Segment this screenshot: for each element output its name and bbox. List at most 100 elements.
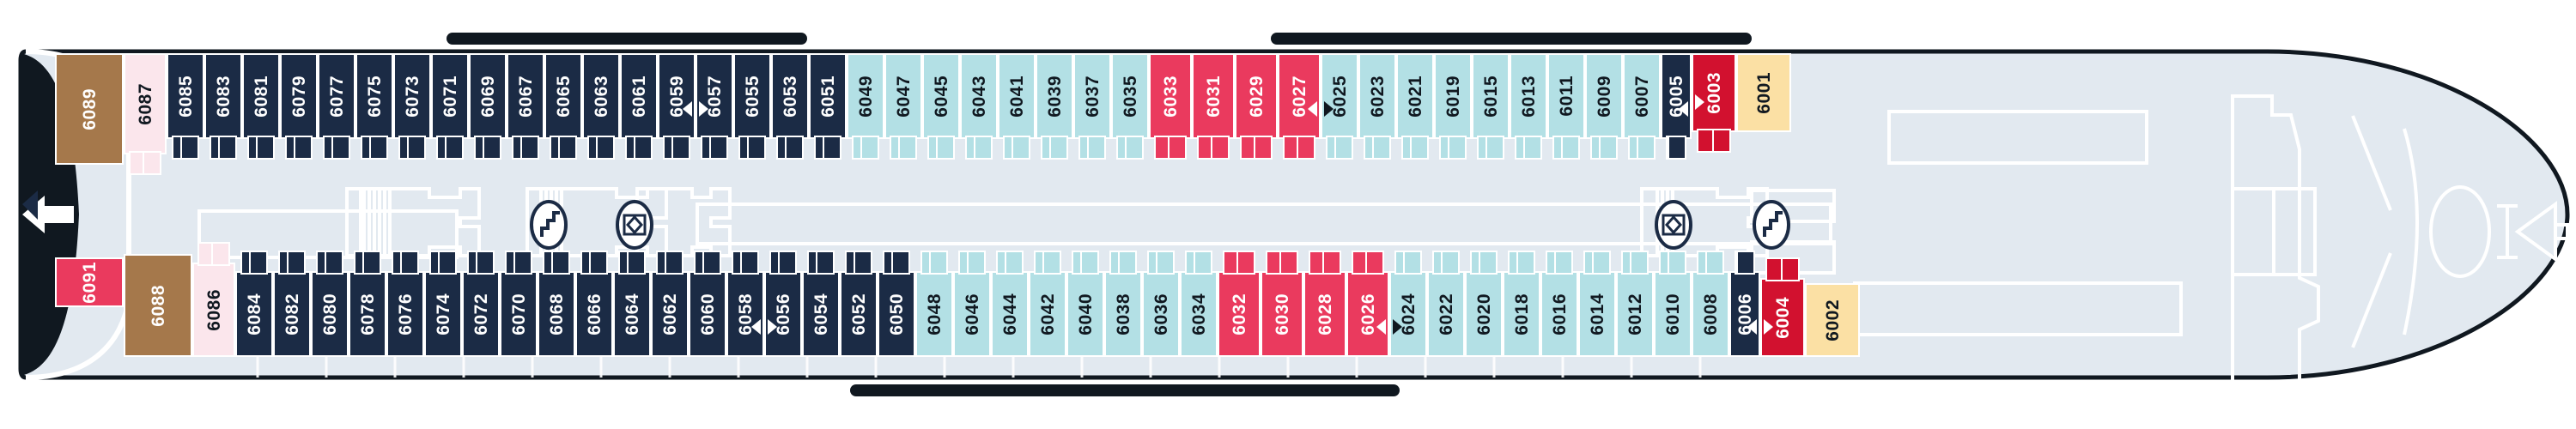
cabin-6070[interactable]: 6070	[500, 251, 538, 357]
cabin-6060[interactable]: 6060	[689, 251, 726, 357]
cabin-6026[interactable]: 6026	[1346, 251, 1389, 357]
cabin-6041[interactable]: 6041	[998, 53, 1036, 160]
cabin-6056[interactable]: 6056	[764, 251, 802, 357]
cabin-6069[interactable]: 6069	[469, 53, 507, 160]
cabin-6032[interactable]: 6032	[1218, 251, 1261, 357]
cabin-6061[interactable]: 6061	[620, 53, 658, 160]
cabin-6066[interactable]: 6066	[575, 251, 613, 357]
cabin-6074[interactable]: 6074	[424, 251, 462, 357]
cabin-6088[interactable]: 6088	[124, 254, 192, 357]
cabin-6059[interactable]: 6059	[658, 53, 696, 160]
cabin-6040[interactable]: 6040	[1066, 251, 1104, 357]
stair-icon-forward[interactable]	[1752, 199, 1791, 255]
cabin-6077[interactable]: 6077	[318, 53, 355, 160]
cabin-6052[interactable]: 6052	[840, 251, 878, 357]
cabin-6078[interactable]: 6078	[349, 251, 386, 357]
cabin-6082[interactable]: 6082	[273, 251, 311, 357]
cabin-6048[interactable]: 6048	[915, 251, 953, 357]
cabin-6007[interactable]: 6007	[1623, 53, 1661, 160]
cabin-6018[interactable]: 6018	[1503, 251, 1540, 357]
cabin-6037[interactable]: 6037	[1073, 53, 1111, 160]
cabin-6085[interactable]: 6085	[167, 53, 204, 160]
superstructure-bar-bottom	[850, 384, 1400, 396]
cabin-6033[interactable]: 6033	[1149, 53, 1192, 160]
cabin-6039[interactable]: 6039	[1036, 53, 1073, 160]
cabin-6016[interactable]: 6016	[1540, 251, 1578, 357]
cabin-6055[interactable]: 6055	[733, 53, 771, 160]
cabin-6063[interactable]: 6063	[582, 53, 620, 160]
cabin-6049[interactable]: 6049	[847, 53, 884, 160]
cabin-6071[interactable]: 6071	[431, 53, 469, 160]
cabin-6013[interactable]: 6013	[1510, 53, 1547, 160]
cabin-6081[interactable]: 6081	[242, 53, 280, 160]
cabin-6021[interactable]: 6021	[1396, 53, 1434, 160]
cabin-6015[interactable]: 6015	[1472, 53, 1510, 160]
cabin-bath-nub	[558, 136, 577, 160]
cabin-6023[interactable]: 6023	[1358, 53, 1396, 160]
cabin-6024[interactable]: 6024	[1389, 251, 1427, 357]
cabin-6038[interactable]: 6038	[1104, 251, 1142, 357]
cabin-6053[interactable]: 6053	[771, 53, 809, 160]
cabin-6083[interactable]: 6083	[204, 53, 242, 160]
cabin-6051[interactable]: 6051	[809, 53, 847, 160]
cabin-6067[interactable]: 6067	[507, 53, 544, 160]
cabin-6045[interactable]: 6045	[922, 53, 960, 160]
cabin-6075[interactable]: 6075	[355, 53, 393, 160]
cabin-6022[interactable]: 6022	[1427, 251, 1465, 357]
cabin-6091[interactable]: 6091	[55, 257, 124, 307]
cabin-6002[interactable]: 6002	[1805, 283, 1860, 357]
cabin-6058[interactable]: 6058	[726, 251, 764, 357]
cabin-6020[interactable]: 6020	[1465, 251, 1503, 357]
cabin-number-label: 6091	[79, 261, 100, 304]
cabin-6027[interactable]: 6027	[1278, 53, 1321, 160]
cabin-6012[interactable]: 6012	[1616, 251, 1654, 357]
cabin-6005[interactable]: 6005	[1661, 53, 1692, 160]
cabin-6064[interactable]: 6064	[613, 251, 651, 357]
cabin-6047[interactable]: 6047	[884, 53, 922, 160]
cabin-6084[interactable]: 6084	[235, 251, 273, 357]
cabin-6086[interactable]: 6086	[192, 242, 235, 357]
cabin-bath-nub	[1403, 251, 1422, 275]
cabin-6065[interactable]: 6065	[544, 53, 582, 160]
cabin-6031[interactable]: 6031	[1192, 53, 1235, 160]
cabin-6068[interactable]: 6068	[538, 251, 575, 357]
cabin-bath-nub	[1372, 136, 1391, 160]
cabin-6076[interactable]: 6076	[386, 251, 424, 357]
cabin-6034[interactable]: 6034	[1180, 251, 1218, 357]
cabin-6009[interactable]: 6009	[1585, 53, 1623, 160]
cabin-6042[interactable]: 6042	[1029, 251, 1066, 357]
cabin-6001[interactable]: 6001	[1736, 53, 1791, 132]
cabin-6035[interactable]: 6035	[1111, 53, 1149, 160]
cabin-6079[interactable]: 6079	[280, 53, 318, 160]
cabin-6089[interactable]: 6089	[55, 53, 124, 165]
cabin-6054[interactable]: 6054	[802, 251, 840, 357]
cabin-6072[interactable]: 6072	[462, 251, 500, 357]
cabin-6006[interactable]: 6006	[1729, 251, 1760, 357]
cabin-6011[interactable]: 6011	[1547, 53, 1585, 160]
cabin-6044[interactable]: 6044	[991, 251, 1029, 357]
cabin-6014[interactable]: 6014	[1578, 251, 1616, 357]
stair-icon[interactable]	[529, 199, 568, 255]
cabin-6062[interactable]: 6062	[651, 251, 689, 357]
cabin-6046[interactable]: 6046	[953, 251, 991, 357]
cabin-6036[interactable]: 6036	[1142, 251, 1180, 357]
cabin-6010[interactable]: 6010	[1654, 251, 1692, 357]
cabin-6043[interactable]: 6043	[960, 53, 998, 160]
cabin-6030[interactable]: 6030	[1261, 251, 1303, 357]
cabin-6004[interactable]: 6004	[1760, 257, 1805, 357]
elevator-icon[interactable]	[615, 199, 654, 255]
cabin-6029[interactable]: 6029	[1235, 53, 1278, 160]
cabin-6050[interactable]: 6050	[878, 251, 915, 357]
cabin-6019[interactable]: 6019	[1434, 53, 1472, 160]
cabin-bath-nub	[891, 251, 910, 275]
cabin-6073[interactable]: 6073	[393, 53, 431, 160]
cabin-6025[interactable]: 6025	[1321, 53, 1358, 160]
cabin-6087[interactable]: 6087	[124, 53, 167, 175]
cabin-6080[interactable]: 6080	[311, 251, 349, 357]
cabin-bath-nub	[1637, 136, 1656, 160]
elevator-icon-forward[interactable]	[1654, 199, 1693, 255]
cabin-6028[interactable]: 6028	[1303, 251, 1346, 357]
cabin-6008[interactable]: 6008	[1692, 251, 1729, 357]
cabin-6057[interactable]: 6057	[696, 53, 733, 160]
cabin-6003[interactable]: 6003	[1692, 53, 1736, 153]
